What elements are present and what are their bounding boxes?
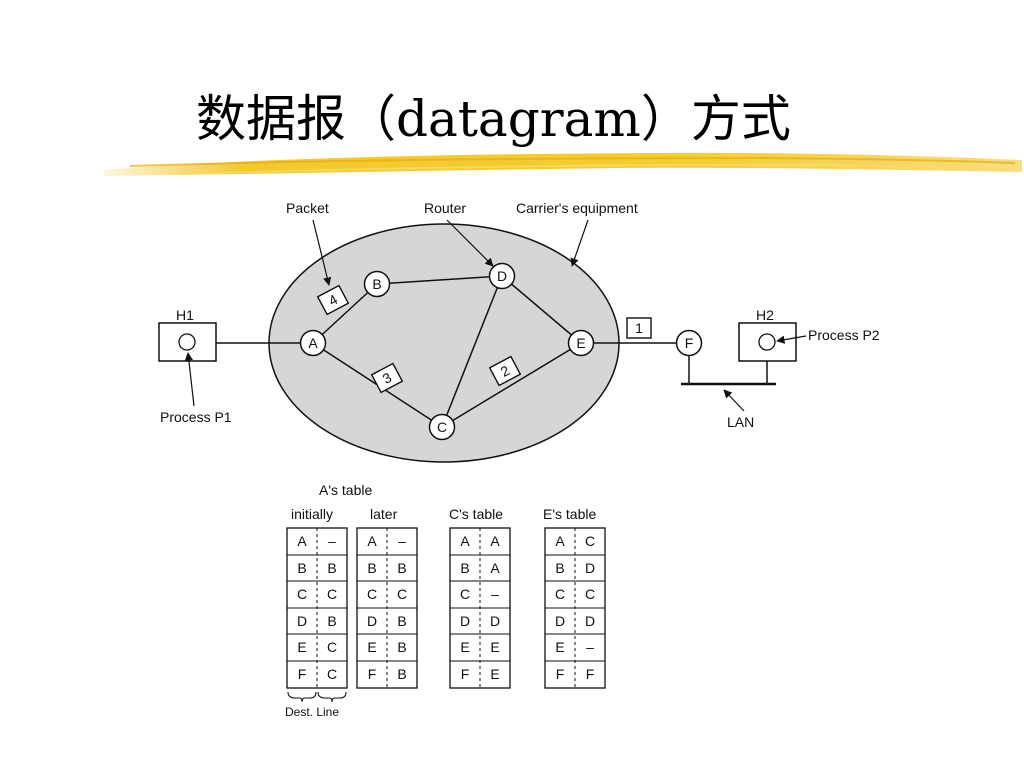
label-process-p2: Process P2 [808,327,880,343]
packets: 1 2 3 4 [316,284,652,394]
node-e: E [567,329,595,357]
svg-text:F: F [461,666,470,682]
node-d: D [488,262,516,290]
svg-text:C: C [297,586,307,602]
svg-text:1: 1 [635,320,643,336]
svg-text:D: D [460,613,470,629]
svg-text:C: C [367,586,377,602]
links [216,275,776,428]
routing-tables: A's table initially A – B B C C D B E C … [285,482,606,719]
svg-text:C: C [437,419,447,435]
svg-text:D: D [585,613,595,629]
host-h2: H2 [738,307,797,362]
router-nodes: A B C D E F [299,262,703,441]
svg-text:C: C [327,639,337,655]
svg-text:B: B [297,560,306,576]
table-c: C's table A A B A C – D D E E F E [449,506,511,689]
svg-text:E: E [297,639,306,655]
table-a-later: later A – B B C C D B E B F B [356,506,418,689]
svg-text:F: F [368,666,377,682]
svg-text:B: B [397,639,406,655]
packet-1: 1 [626,317,652,339]
table-a-initially: initially A – B B C C D B E C F C Dest. … [285,506,348,719]
svg-text:B: B [397,613,406,629]
svg-text:A: A [297,533,307,549]
svg-text:D: D [297,613,307,629]
svg-text:A: A [490,560,500,576]
svg-text:A: A [367,533,377,549]
svg-text:A: A [490,533,500,549]
svg-text:–: – [586,639,594,655]
packet-4: 4 [316,284,350,316]
svg-text:–: – [328,533,336,549]
label-packet: Packet [286,200,329,216]
svg-text:F: F [556,666,565,682]
label-router: Router [424,200,466,216]
svg-text:D: D [497,268,507,284]
svg-text:B: B [327,560,336,576]
svg-text:E: E [555,639,564,655]
svg-text:B: B [372,276,381,292]
svg-text:A: A [308,335,318,351]
packet-2: 2 [488,355,522,387]
svg-text:C: C [460,586,470,602]
svg-text:C: C [555,586,565,602]
svg-text:C: C [585,586,595,602]
table-e: E's table A C B D C C D D E – F F [543,506,606,689]
node-b: B [363,270,391,298]
svg-text:F: F [298,666,307,682]
svg-text:D: D [490,613,500,629]
svg-text:E: E [576,335,585,351]
a-table-caption: A's table [319,482,372,498]
table-heading: E's table [543,506,596,522]
label-lan: LAN [727,414,754,430]
label-carrier: Carrier's equipment [516,200,638,216]
svg-text:E: E [460,639,469,655]
highlight-stroke [104,152,1022,176]
svg-text:A: A [460,533,470,549]
svg-text:E: E [490,666,499,682]
callouts: Packet Router Carrier's equipment Proces… [160,200,880,430]
svg-text:B: B [555,560,564,576]
svg-text:E: E [367,639,376,655]
node-c: C [428,413,456,441]
host-h1: H1 [158,307,217,362]
label-process-p1: Process P1 [160,409,232,425]
svg-text:B: B [397,666,406,682]
svg-text:D: D [367,613,377,629]
svg-text:B: B [327,613,336,629]
label-dest-line: Dest. Line [285,705,339,719]
svg-text:C: C [327,666,337,682]
svg-text:B: B [367,560,376,576]
svg-text:A: A [555,533,565,549]
svg-text:E: E [490,639,499,655]
svg-text:–: – [491,586,499,602]
svg-text:C: C [327,586,337,602]
svg-text:–: – [398,533,406,549]
svg-text:B: B [397,560,406,576]
svg-text:F: F [685,335,694,351]
page-title: 数据报（datagram）方式 [196,90,791,148]
node-f: F [675,329,703,357]
table-heading: initially [291,506,333,522]
host-h2-label: H2 [756,307,774,323]
table-heading: later [370,506,398,522]
table-heading: C's table [449,506,503,522]
host-h1-label: H1 [176,307,194,323]
node-a: A [299,329,327,357]
svg-text:C: C [397,586,407,602]
svg-text:C: C [585,533,595,549]
packet-3: 3 [370,362,404,394]
svg-text:D: D [555,613,565,629]
svg-text:B: B [460,560,469,576]
svg-text:D: D [585,560,595,576]
svg-text:F: F [586,666,595,682]
